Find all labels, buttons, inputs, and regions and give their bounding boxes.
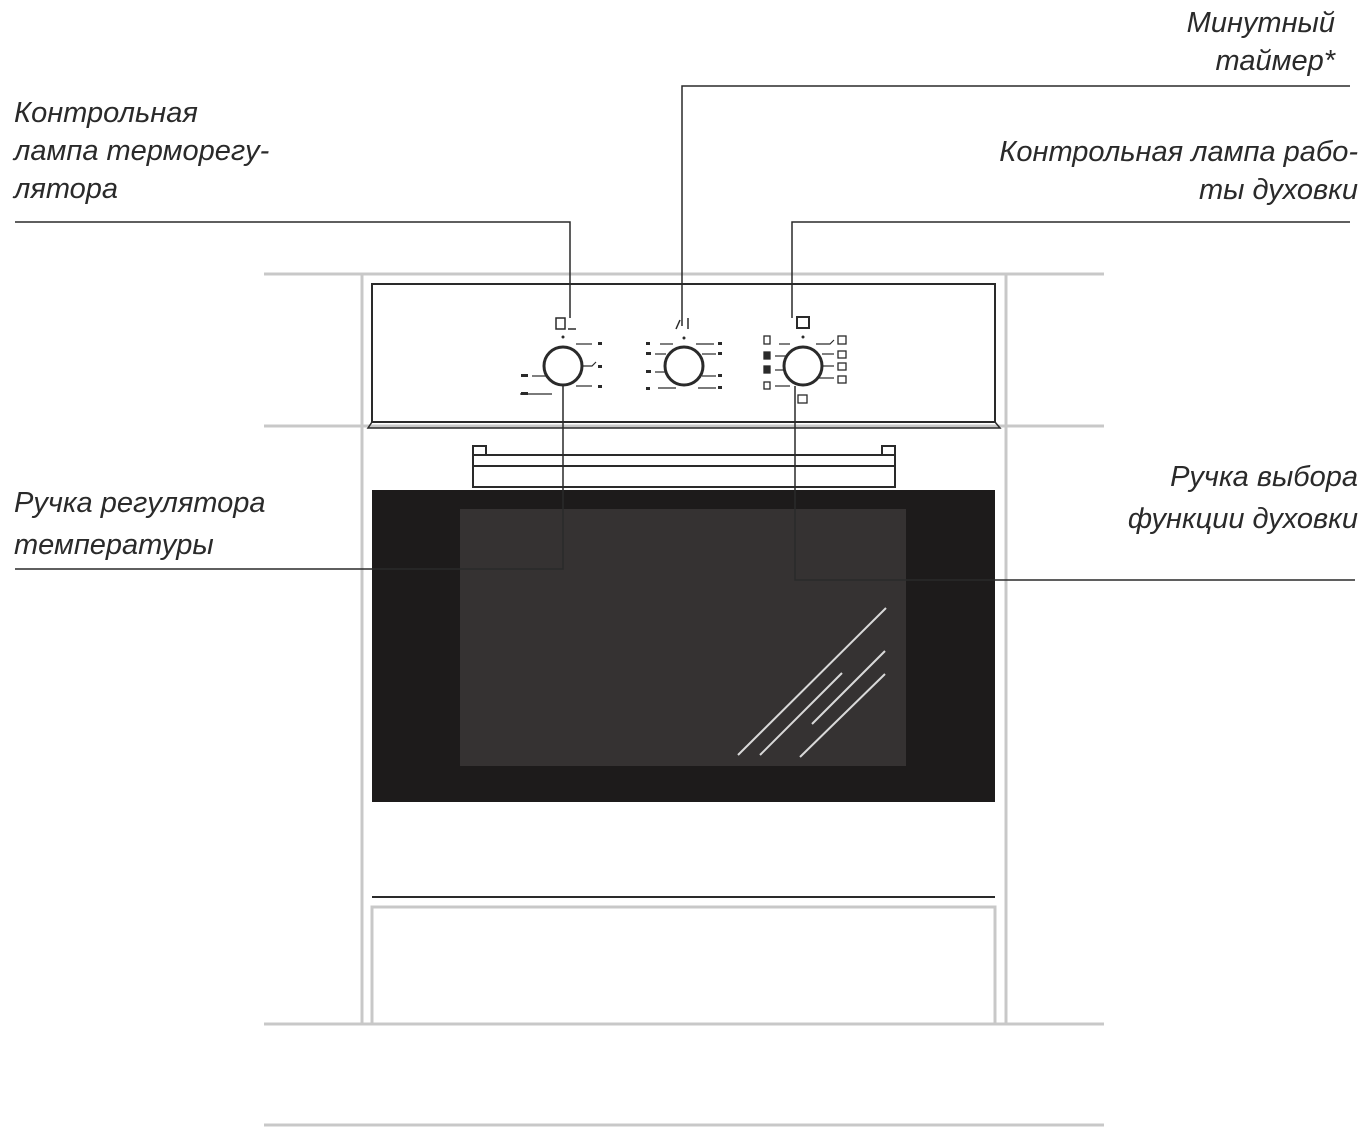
leader-oven-lamp	[791, 221, 1350, 318]
leader-function-knob	[794, 386, 1355, 581]
glass-reflection	[737, 607, 887, 758]
label-line: ты духовки	[1198, 174, 1358, 206]
label-line: Контрольная лампа рабо-	[999, 136, 1358, 168]
label-function-knob: Ручка выбора функции духовки	[1128, 456, 1358, 540]
label-line: Минутный	[1186, 7, 1335, 39]
temperature-scale	[520, 343, 597, 395]
temperature-knob[interactable]	[520, 317, 602, 395]
label-oven-lamp: Контрольная лампа рабо- ты духовки	[999, 133, 1358, 209]
temperature-marks	[521, 342, 602, 395]
function-knob[interactable]	[763, 316, 847, 404]
leader-temp-knob	[15, 386, 564, 570]
control-panel	[366, 283, 1002, 429]
function-scale	[775, 339, 835, 387]
function-symbols	[763, 335, 847, 404]
label-line: Ручка выбора	[1170, 461, 1358, 493]
leader-timer	[681, 85, 1350, 326]
label-line: функции духовки	[1127, 503, 1358, 535]
door-handle[interactable]	[472, 445, 896, 488]
oven-window	[460, 509, 906, 766]
label-temperature-knob: Ручка регулятора температуры	[14, 482, 266, 566]
label-line: лампа терморегу-	[14, 135, 270, 167]
label-line: Ручка регулятора	[14, 487, 266, 519]
oven-lamp-icon	[796, 316, 810, 329]
label-line: Контрольная	[14, 97, 198, 129]
label-line: лятора	[14, 173, 119, 205]
storage-drawer[interactable]	[370, 896, 997, 1026]
label-thermostat-lamp: Контрольная лампа терморегу- лятора	[14, 94, 269, 208]
timer-scale	[655, 343, 716, 389]
leader-thermo-lamp	[15, 221, 571, 318]
thermometer-icon	[555, 317, 576, 330]
leader-lines	[15, 85, 1355, 581]
timer-icon	[675, 318, 689, 330]
label-line: температуры	[14, 529, 214, 561]
label-line: таймер*	[1215, 45, 1335, 77]
label-minute-timer: Минутный таймер*	[1187, 4, 1335, 80]
timer-knob[interactable]	[646, 318, 722, 390]
timer-marks	[646, 342, 722, 390]
oven-door[interactable]	[372, 490, 995, 802]
